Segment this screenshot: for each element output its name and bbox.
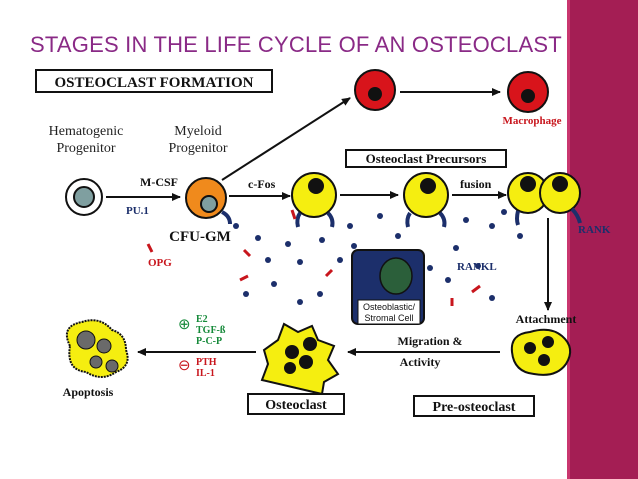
precursors-label: Osteoclast Precursors (366, 151, 487, 166)
pu1-label: PU.1 (126, 205, 149, 217)
plus-symbol: ⊕ (178, 317, 191, 333)
accent-side-stripe (567, 0, 570, 479)
myeloid-label-2: Progenitor (168, 141, 227, 156)
hematogenic-label-2: Progenitor (56, 141, 115, 156)
precursor-cell-2 (403, 172, 449, 228)
myeloid-cell (185, 177, 232, 225)
stromal-label-2: Stromal Cell (364, 313, 413, 323)
myeloid-label-1: Myeloid (174, 124, 221, 139)
monocyte-cell (354, 69, 396, 111)
attachment-label: Attachment (516, 312, 577, 326)
pre-osteoclast-cell (510, 328, 572, 376)
factor-tgf: TGF-ß (196, 325, 226, 336)
formation-header-text: OSTEOCLAST FORMATION (54, 75, 253, 91)
hematogenic-cell (65, 178, 103, 216)
cfos-label: c-Fos (248, 177, 276, 191)
minus-symbol: ⊖ (178, 358, 191, 374)
rankl-molecules (233, 209, 523, 305)
opg-label: OPG (148, 257, 172, 269)
slide-title: STAGES IN THE LIFE CYCLE OF AN OSTEOCLAS… (30, 32, 562, 57)
pre-osteoclast-label: Pre-osteoclast (433, 400, 516, 415)
formation-header: OSTEOCLAST FORMATION (35, 69, 273, 93)
accent-side-bar (568, 0, 638, 479)
precursor-cell-1 (291, 172, 337, 228)
osteoclast-label: Osteoclast (265, 398, 327, 413)
regulators: ⊕ E2 TGF-ß P-C-P ⊖ PTH IL-1 (178, 314, 226, 379)
macrophage-label: Macrophage (502, 115, 561, 127)
factor-pth: PTH (196, 357, 217, 368)
rank-label: RANK (578, 224, 611, 236)
stromal-cell: Osteoblastic/ Stromal Cell (351, 249, 425, 325)
osteoclast-header: Osteoclast (247, 393, 345, 415)
hematogenic-label-1: Hematogenic (49, 124, 124, 139)
cfugm-label: CFU-GM (169, 229, 231, 245)
fusion-label: fusion (460, 177, 492, 191)
factor-pcp: P-C-P (196, 336, 222, 347)
pre-osteoclast-header: Pre-osteoclast (413, 395, 535, 417)
apoptotic-cell (66, 319, 129, 378)
rankl-label: RANKL (457, 261, 497, 273)
arrow-to-monocyte (221, 97, 351, 181)
macrophage-cell (507, 71, 549, 113)
fused-precursors (507, 172, 582, 226)
stromal-label-1: Osteoblastic/ (363, 302, 416, 312)
opg-molecules (146, 209, 481, 306)
factor-e2: E2 (196, 314, 208, 325)
migration-label-1: Migration & (398, 334, 463, 348)
apoptosis-label: Apoptosis (63, 385, 114, 399)
mcsf-label: M-CSF (140, 175, 178, 189)
osteoclast-cell (260, 322, 340, 396)
migration-label-2: Activity (400, 355, 441, 369)
precursors-header: Osteoclast Precursors (345, 149, 507, 168)
factor-il1: IL-1 (196, 368, 215, 379)
